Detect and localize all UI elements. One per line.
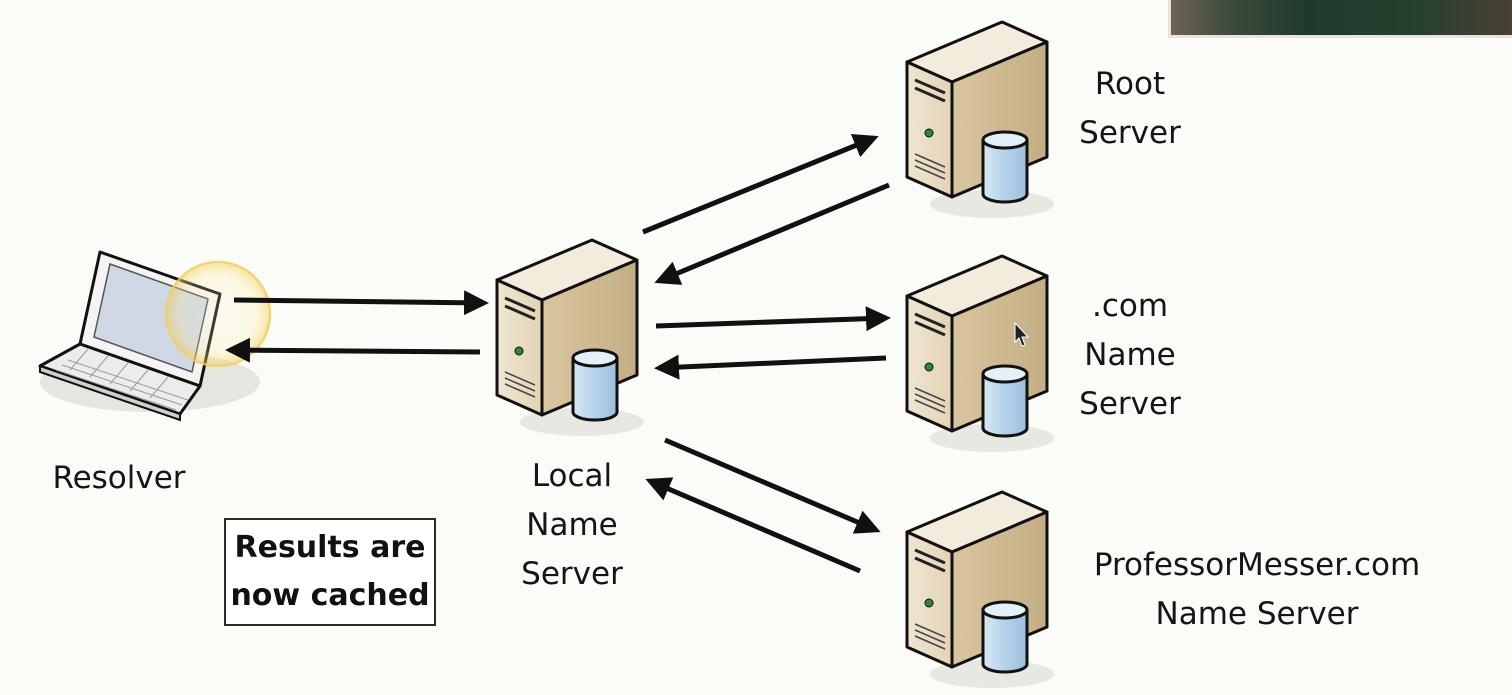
arrow-local-to-professormesser: [664, 437, 881, 534]
callout-line-2: now cached: [230, 578, 430, 613]
root-server-label: Root Server: [1079, 66, 1181, 151]
arrow-root-to-local: [654, 182, 890, 285]
professormesser-name-server-label: ProfessorMesser.com Name Server: [1093, 547, 1421, 632]
mouse-pointer-icon: [1014, 321, 1030, 347]
com-name-server-label: .com Name Server: [1079, 288, 1181, 422]
arrow-local-to-resolver: [225, 337, 481, 363]
resolver-label: Resolver: [52, 460, 186, 496]
local-name-server-icon: [495, 238, 646, 438]
arrow-local-to-root: [642, 133, 879, 235]
arrow-resolver-to-local: [233, 290, 489, 316]
results-cached-callout: Results are now cached: [224, 518, 436, 626]
arrow-professormesser-to-local: [645, 477, 861, 574]
arrow-com-to-local: [654, 354, 887, 380]
root-server-icon: [905, 20, 1056, 220]
callout-line-1: Results are: [234, 530, 426, 565]
professormesser-name-server-icon: [905, 490, 1056, 690]
arrow-local-to-com: [655, 306, 891, 332]
com-name-server-icon: [905, 254, 1056, 454]
local-name-server-label: Local Name Server: [521, 458, 623, 592]
webcam-overlay: [1168, 0, 1512, 38]
